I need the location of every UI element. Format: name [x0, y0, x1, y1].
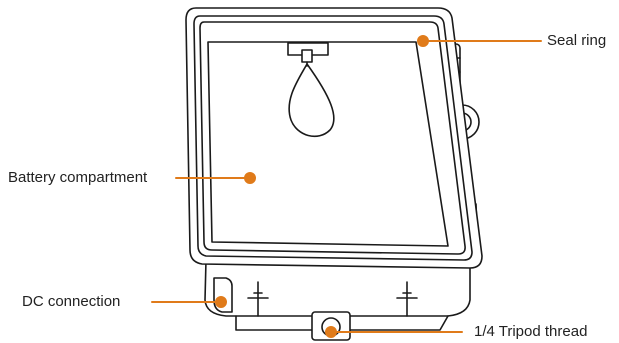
- dc-connection-marker: [215, 296, 227, 308]
- right-clip: [396, 281, 418, 317]
- battery-compartment-marker: [244, 172, 256, 184]
- seal-ring-outer: [193, 15, 473, 261]
- housing-base-plate: [235, 315, 449, 331]
- seal-ring-inner: [199, 21, 466, 255]
- strap-tab: [287, 42, 329, 67]
- left-clip: [247, 281, 269, 317]
- tripod-thread-label: 1/4 Tripod thread: [474, 323, 588, 340]
- lid-outer-frame: [185, 7, 483, 269]
- dc-connection-label: DC connection: [22, 293, 121, 310]
- battery-compartment-panel: [207, 41, 449, 247]
- battery-compartment-label: Battery compartment: [8, 169, 148, 186]
- dc-port: [213, 277, 233, 313]
- housing-body: [204, 259, 471, 317]
- seal-ring-marker: [417, 35, 429, 47]
- seal-ring-label: Seal ring: [547, 32, 607, 49]
- tripod-thread-marker: [325, 326, 337, 338]
- strap-loop: [288, 63, 335, 138]
